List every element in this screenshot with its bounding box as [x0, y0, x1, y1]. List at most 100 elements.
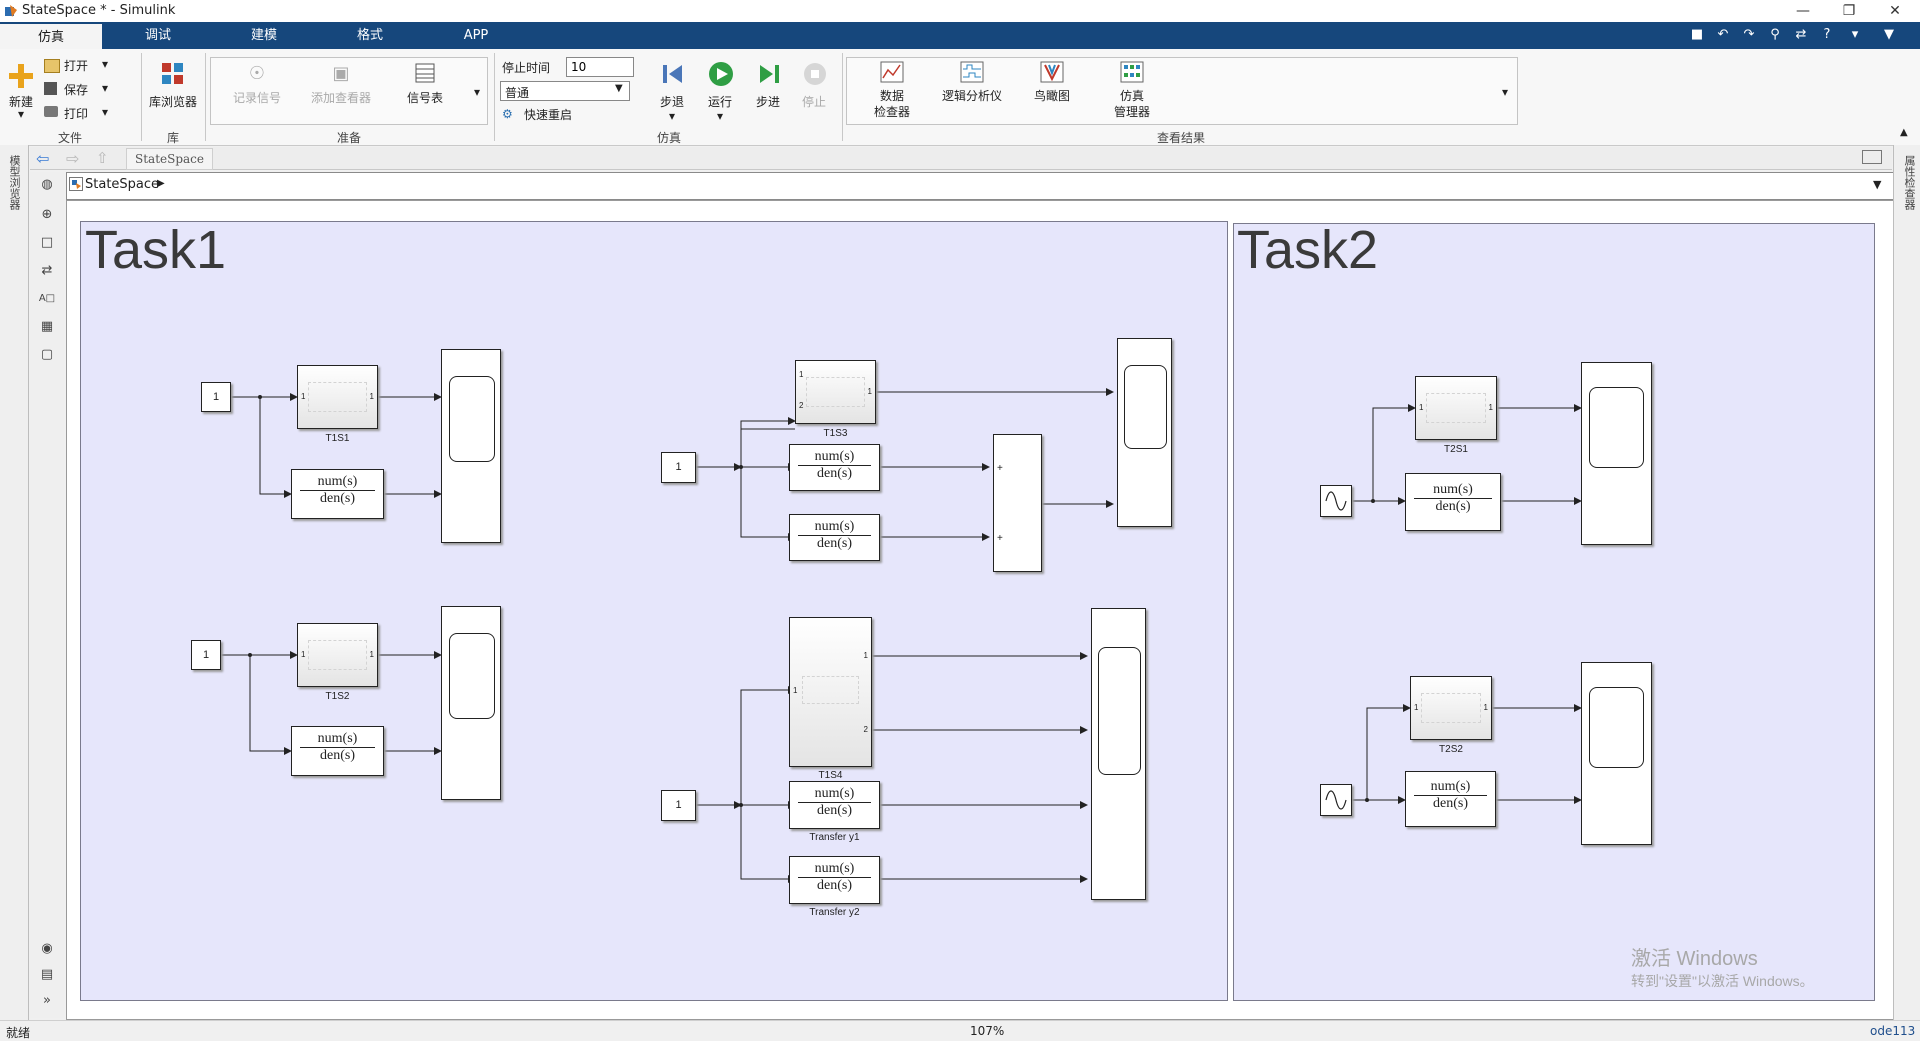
property-inspector-strip[interactable]: 属性检查器 [1893, 145, 1920, 1020]
scope-block[interactable] [1091, 608, 1146, 900]
up-arrow-icon[interactable]: ⇧ [96, 149, 109, 167]
redo-icon[interactable]: ↷ [1743, 27, 1755, 42]
logic-analyzer-icon[interactable] [960, 61, 984, 83]
transfer-fcn-block[interactable]: num(s) den(s) [789, 514, 880, 561]
model-browser-strip[interactable]: 模型浏览器 [0, 145, 29, 1020]
search-icon[interactable]: ⚲ [1770, 27, 1780, 42]
stop-time-input[interactable] [566, 57, 634, 77]
step-forward-button[interactable]: 步进 [755, 95, 780, 109]
birds-eye-icon[interactable] [1040, 61, 1064, 83]
state-space-block-t1s2[interactable]: 1 1 [297, 623, 378, 687]
collapse-toolstrip-icon[interactable]: ▲ [1900, 127, 1908, 138]
constant-block[interactable]: 1 [201, 382, 231, 412]
transfer-fcn-block[interactable]: num(s) den(s) [291, 469, 384, 519]
tab-format[interactable]: 格式 [356, 28, 383, 43]
state-space-block-t2s1[interactable]: 1 1 [1415, 376, 1497, 440]
save-icon[interactable]: ■ [1690, 27, 1704, 42]
review-expand-icon[interactable]: ▾ [1502, 85, 1509, 99]
model-browser-label[interactable]: 模型浏览器 [8, 155, 21, 210]
state-space-block-t1s3[interactable]: 1 2 1 [795, 360, 876, 424]
address-bar[interactable]: StateSpace ▶ ▼ [66, 172, 1894, 200]
annotation-icon[interactable]: A□ [38, 293, 56, 304]
scope-block[interactable] [441, 606, 501, 800]
model-info-icon[interactable]: ▤ [40, 967, 54, 982]
data-inspector-label-1[interactable]: 数据 [879, 89, 904, 103]
scope-block[interactable] [441, 349, 501, 543]
log-signals-button[interactable]: 记录信号 [232, 91, 281, 105]
collapse-ribbon-icon[interactable]: ▼ [1884, 27, 1894, 42]
area-task1[interactable] [80, 221, 1228, 1001]
run-dropdown-icon[interactable]: ▾ [716, 109, 724, 123]
save-button[interactable]: 保存 [64, 83, 89, 97]
keyboard-icon[interactable] [1862, 150, 1882, 164]
sine-wave-block[interactable] [1320, 784, 1352, 816]
stop-icon[interactable] [802, 61, 828, 87]
scope-block[interactable] [1117, 338, 1172, 527]
library-browser-icon[interactable] [160, 61, 186, 87]
breadcrumb-tab[interactable]: StateSpace [126, 148, 213, 170]
simulation-manager-label-2[interactable]: 管理器 [1113, 105, 1150, 119]
open-dropdown-icon[interactable]: ▾ [102, 57, 109, 71]
area-icon[interactable]: ▢ [40, 347, 54, 362]
scope-block[interactable] [1581, 662, 1652, 845]
address-path[interactable]: StateSpace [85, 177, 160, 192]
minimize-button[interactable]: — [1796, 3, 1810, 19]
sum-block[interactable]: + + [993, 434, 1042, 572]
property-inspector-label[interactable]: 属性检查器 [1903, 155, 1916, 210]
tab-simulation[interactable]: 仿真 [0, 22, 102, 51]
run-icon[interactable] [708, 61, 734, 87]
expand-palette-icon[interactable]: » [43, 993, 51, 1008]
area-task2[interactable] [1233, 223, 1875, 1001]
print-dropdown-icon[interactable]: ▾ [102, 105, 109, 119]
hide-explorer-icon[interactable]: ◍ [41, 177, 53, 192]
constant-block[interactable]: 1 [661, 790, 696, 821]
step-back-icon[interactable] [660, 61, 686, 87]
transfer-fcn-block[interactable]: num(s) den(s) [1405, 771, 1496, 827]
simulation-manager-icon[interactable] [1120, 61, 1144, 83]
state-space-block-t1s4[interactable]: 1 1 2 [789, 617, 872, 767]
transfer-fcn-block-y2[interactable]: num(s) den(s) [789, 856, 880, 904]
help-icon[interactable]: ? [1823, 27, 1831, 42]
zoom-icon[interactable]: ⊕ [41, 207, 53, 222]
constant-block[interactable]: 1 [191, 640, 221, 670]
chevron-down-icon[interactable]: ▾ [1851, 27, 1859, 42]
signal-table-button[interactable]: 信号表 [406, 91, 443, 105]
sine-wave-block[interactable] [1320, 485, 1352, 517]
stop-button[interactable]: 停止 [801, 95, 826, 109]
new-button[interactable]: 新建 [8, 95, 33, 109]
scope-block[interactable] [1581, 362, 1652, 545]
path-chevron-icon[interactable]: ▶ [157, 178, 165, 189]
expand-icon[interactable]: ⇄ [1795, 27, 1807, 42]
model-canvas[interactable]: Task1 Task2 [66, 200, 1894, 1020]
fit-view-icon[interactable]: □ [40, 235, 54, 250]
tab-debug[interactable]: 调试 [144, 28, 171, 43]
print-button[interactable]: 打印 [64, 107, 89, 121]
data-inspector-label-2[interactable]: 检查器 [873, 105, 910, 119]
simulation-manager-label-1[interactable]: 仿真 [1119, 89, 1144, 103]
new-icon[interactable] [6, 61, 36, 91]
forward-arrow-icon[interactable]: ⇨ [66, 149, 80, 168]
add-viewer-button[interactable]: 添加查看器 [310, 91, 371, 105]
camera-icon[interactable]: ◉ [41, 941, 53, 956]
new-dropdown-icon[interactable]: ▾ [17, 107, 25, 121]
birds-eye-button[interactable]: 鸟瞰图 [1033, 89, 1070, 103]
run-button[interactable]: 运行 [707, 95, 732, 109]
transfer-fcn-block-y1[interactable]: num(s) den(s) [789, 781, 880, 829]
chevron-down-icon[interactable]: ▼ [1873, 178, 1882, 191]
back-arrow-icon[interactable]: ⇦ [36, 149, 50, 168]
logic-analyzer-button[interactable]: 逻辑分析仪 [941, 89, 1002, 103]
open-button[interactable]: 打开 [64, 59, 89, 73]
state-space-block-t2s2[interactable]: 1 1 [1410, 676, 1492, 740]
transfer-fcn-block[interactable]: num(s) den(s) [1405, 473, 1501, 531]
sim-mode-select[interactable]: 普通 ▼ [500, 81, 630, 101]
library-browser-button[interactable]: 库浏览器 [148, 95, 197, 109]
arrow-direction-icon[interactable]: ⇄ [41, 263, 53, 278]
solver-link[interactable]: ode113 [1870, 1024, 1916, 1038]
fast-restart-button[interactable]: 快速重启 [524, 108, 573, 122]
step-back-dropdown-icon[interactable]: ▾ [668, 109, 676, 123]
step-back-button[interactable]: 步退 [659, 95, 684, 109]
prepare-expand-icon[interactable]: ▾ [474, 85, 481, 99]
state-space-block-t1s1[interactable]: 1 1 [297, 365, 378, 429]
tab-apps[interactable]: APP [463, 28, 489, 43]
save-dropdown-icon[interactable]: ▾ [102, 81, 109, 95]
